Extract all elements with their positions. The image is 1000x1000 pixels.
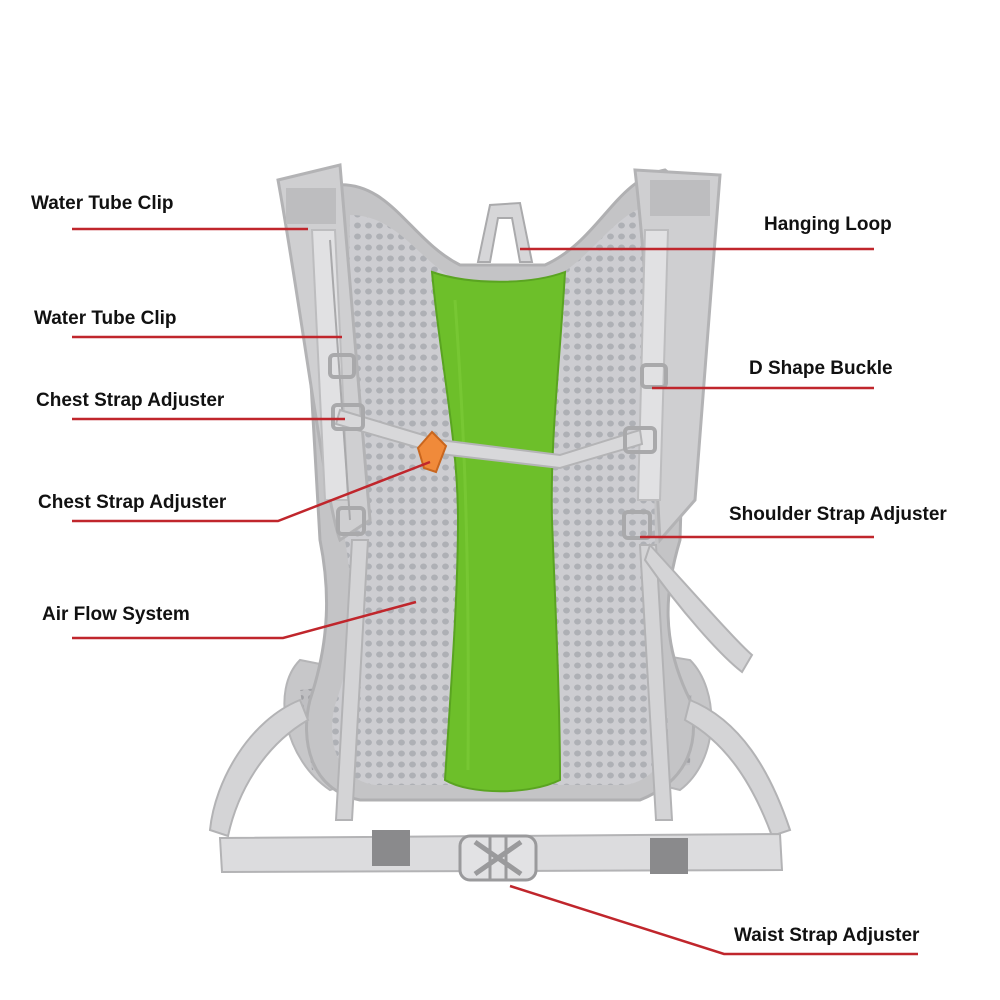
label-shoulder-strap-adjuster: Shoulder Strap Adjuster	[729, 504, 947, 525]
green-center-panel	[430, 270, 567, 793]
label-d-shape-buckle: D Shape Buckle	[749, 358, 893, 379]
chest-strap	[331, 403, 657, 474]
label-water-tube-clip-1: Water Tube Clip	[31, 193, 174, 214]
waist-buckle	[458, 834, 538, 882]
leader-lines	[72, 227, 918, 956]
label-air-flow-system: Air Flow System	[42, 604, 190, 625]
label-hanging-loop: Hanging Loop	[764, 214, 892, 235]
leader-air-flow-system	[72, 600, 417, 640]
left-shoulder-strap	[276, 163, 372, 543]
label-chest-strap-adjuster-1: Chest Strap Adjuster	[36, 390, 225, 411]
label-chest-strap-adjuster-2: Chest Strap Adjuster	[38, 492, 227, 513]
left-d-buckle	[328, 353, 356, 379]
right-shoulder-adjuster	[622, 510, 652, 540]
label-water-tube-clip-2: Water Tube Clip	[34, 308, 177, 329]
hanging-loop	[476, 201, 534, 263]
right-shoulder-strap	[633, 168, 722, 544]
waist-belt	[208, 698, 792, 882]
left-hanging-strap	[334, 539, 370, 821]
leader-waist-strap-adjuster	[509, 884, 918, 956]
label-waist-strap-adjuster: Waist Strap Adjuster	[734, 925, 920, 946]
left-shoulder-adjuster	[336, 506, 366, 536]
leader-chest-strap-adjuster-2	[72, 460, 431, 523]
